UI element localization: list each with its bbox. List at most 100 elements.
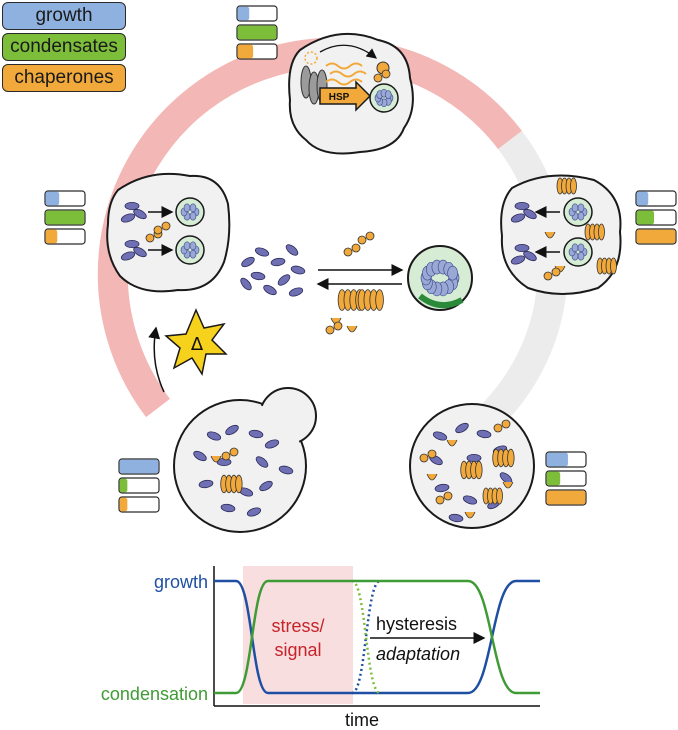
indicator-left-condensates-fill: [45, 210, 85, 225]
indicator-left-growth-fill: [45, 191, 60, 206]
indicator-top-chaperones-fill: [237, 44, 254, 59]
client-protein: [466, 453, 482, 462]
chaperone-small: [419, 453, 429, 463]
chaperone-barrel: [235, 474, 243, 494]
client-protein: [278, 465, 294, 475]
stress-label-line1: stress/: [271, 616, 324, 636]
client-protein: [288, 287, 304, 297]
client-protein: [255, 456, 269, 468]
indicator-top-growth-fill: [237, 6, 250, 21]
indicator-bottom_left-chaperones-frame: [118, 496, 160, 513]
adaptation-label: adaptation: [376, 644, 460, 664]
condensed-protein: [183, 203, 191, 213]
chaperone-small: [427, 449, 437, 459]
chaperone-small: [365, 231, 375, 241]
hsf-factor-dashed: [304, 51, 318, 65]
client-protein: [124, 201, 140, 210]
client-protein: [254, 247, 270, 257]
condensed-protein: [577, 243, 585, 253]
client-protein: [250, 271, 266, 281]
client-protein: [220, 503, 236, 513]
ring-stress-segment: [97, 37, 522, 418]
chaperone-small: [343, 247, 353, 257]
indicator-bottom_right-growth-fill: [546, 452, 568, 467]
chaperone-small: [351, 243, 361, 253]
chaperone-cup: [346, 325, 358, 333]
client-protein: [246, 507, 262, 517]
indicator-bottom_left-growth-fill: [119, 459, 159, 474]
client-protein: [133, 208, 147, 220]
chaperone-small: [325, 325, 335, 335]
client-protein: [248, 429, 264, 439]
condensate-right-1: [563, 197, 593, 227]
client-protein: [290, 265, 306, 275]
client-protein: [193, 450, 207, 462]
chaperone-small: [381, 69, 391, 79]
client-protein: [124, 239, 140, 248]
cell-left: [106, 172, 231, 293]
condensed-protein: [189, 211, 197, 221]
indicator-bottom_right-condensates-fill: [546, 471, 561, 486]
client-protein: [277, 274, 291, 286]
condensed-protein: [189, 241, 197, 251]
condensed-protein: [577, 251, 585, 261]
chaperone-small: [357, 235, 367, 245]
chaperone-barrel: [570, 177, 577, 195]
plot-label-condensation: condensation: [101, 684, 208, 704]
chaperone-barrel: [475, 460, 483, 480]
cell-bottom-left: [173, 387, 317, 533]
chaperone-barrel: [375, 289, 384, 311]
client-protein: [462, 495, 478, 505]
chaperone-small: [229, 447, 239, 457]
chaperone-small: [221, 451, 231, 461]
legend-chaperones-label: chaperones: [14, 67, 114, 88]
chaperone-small: [543, 271, 553, 281]
legend-condensates-label: condensates: [10, 36, 118, 57]
hsp-gene-arrow: HSP: [319, 80, 372, 112]
chaperone-small: [443, 491, 453, 501]
indicator-group: [44, 5, 677, 513]
client-protein: [240, 277, 252, 291]
condensed-protein: [571, 203, 579, 213]
chaperone-small: [551, 267, 561, 277]
client-protein: [510, 213, 526, 223]
client-protein: [514, 201, 530, 210]
client-protein: [455, 422, 469, 434]
condensed-protein: [183, 241, 191, 251]
client-protein: [264, 439, 280, 449]
condensate-right-2: [563, 237, 593, 267]
legend-chaperones: chaperones: [2, 64, 126, 92]
delta-label: Δ: [191, 334, 204, 355]
client-protein: [434, 483, 450, 493]
condensed-protein: [447, 265, 458, 281]
condensate-top: [369, 83, 399, 113]
condensate-left-1: [175, 197, 205, 227]
hsp-label: HSP: [329, 92, 350, 103]
client-protein: [270, 257, 286, 267]
plot-label-growth: growth: [154, 572, 208, 592]
indicator-bottom_right-chaperones-fill: [546, 490, 586, 505]
client-protein: [225, 424, 239, 436]
chaperone-cup: [426, 473, 438, 481]
chaperone-barrel: [507, 448, 515, 468]
chaperone-small: [333, 321, 343, 331]
indicator-top-condensates-fill: [237, 25, 277, 40]
condensate-center: [407, 245, 473, 311]
chaperone-small: [435, 495, 445, 505]
top-cell-arrow: [319, 44, 378, 59]
client-protein: [432, 431, 448, 441]
growth-curve: [214, 579, 362, 695]
stress-star: Δ: [148, 308, 228, 393]
condensate-center-arc: [418, 293, 464, 309]
cell-right: [500, 174, 622, 295]
chaperone-small: [373, 73, 383, 83]
indicator-bottom_left-condensates-frame: [118, 477, 160, 494]
cell-top-heat-shock: HSP: [288, 32, 414, 155]
legend-condensates: condensates: [2, 33, 126, 61]
time-plot: growth condensation time stress/ signal …: [101, 566, 540, 730]
chaperone-small: [501, 419, 511, 429]
condensed-protein: [189, 203, 197, 213]
legend-growth-label: growth: [35, 5, 93, 26]
client-protein: [259, 480, 273, 492]
